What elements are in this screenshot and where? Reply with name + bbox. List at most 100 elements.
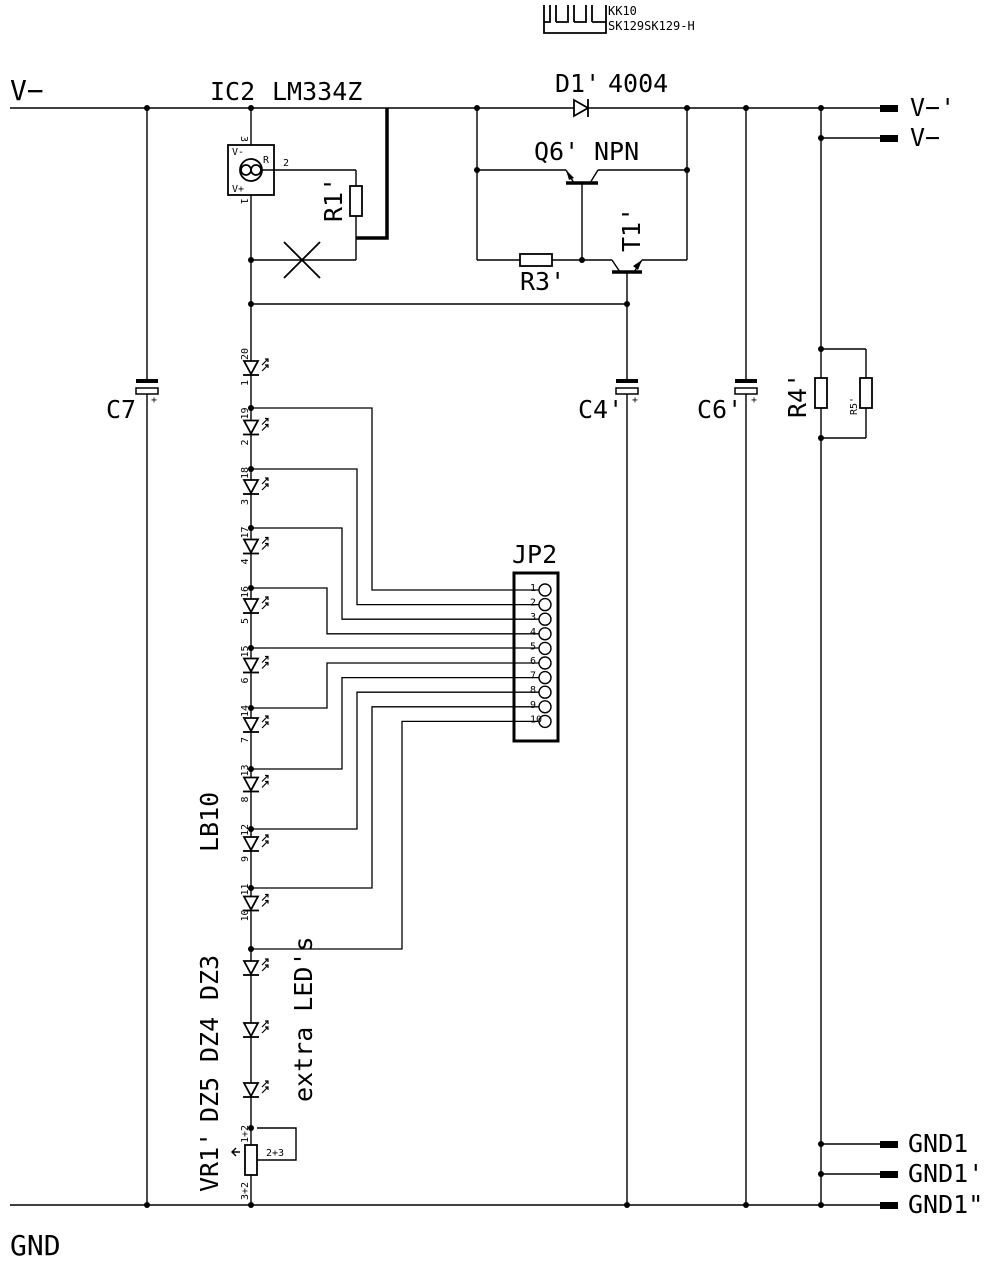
junction-dot: [474, 105, 480, 111]
c4-label: C4': [578, 395, 623, 424]
resistor-r5: [859, 377, 873, 409]
jp2-wiring: [251, 407, 539, 950]
c7-label: C7: [106, 395, 136, 424]
q6-label: Q6': [534, 137, 579, 166]
potentiometer-vr1: [244, 1144, 258, 1176]
d1-label: D1': [555, 69, 600, 98]
resistor-r1: [349, 185, 363, 217]
junction-dot: [248, 405, 254, 411]
ic2-pin-vminus: V-: [232, 147, 244, 158]
output-terminals: [880, 105, 898, 1209]
led-6: [242, 655, 269, 674]
q6-type: NPN: [594, 137, 639, 166]
capacitor-c4: [615, 379, 639, 395]
jp2-pin-number: 3: [530, 612, 536, 623]
jp2-pin-number: 4: [530, 627, 536, 638]
led-pin-anode: 6: [240, 677, 251, 683]
ic2-pin-r: R: [263, 155, 270, 166]
led-7: [242, 715, 269, 733]
led-pin-cathode: 12: [240, 824, 251, 836]
led-pin-cathode: 11: [240, 883, 251, 895]
junction-dot: [684, 105, 690, 111]
jp2-pin-2: [538, 597, 552, 612]
led-pin-cathode: 17: [240, 526, 251, 538]
jp2-pin-number: 5: [530, 641, 536, 652]
junction-dot: [248, 826, 254, 832]
junction-dot: [248, 525, 254, 531]
junction-dot: [818, 105, 824, 111]
led-pin-cathode: 19: [240, 407, 251, 419]
r5-label: R5': [849, 397, 860, 415]
led-pin-anode: 4: [240, 558, 251, 564]
jp2-pin-4: [538, 627, 552, 641]
jp2-pin-9: [538, 700, 552, 714]
junction-dot: [248, 1125, 254, 1131]
jp2-pin-number: 8: [530, 685, 536, 696]
led-5: [242, 596, 269, 614]
jp2-wire-8: [251, 691, 539, 830]
junction-dot: [624, 1202, 630, 1208]
jp2-pin-number: 7: [530, 671, 536, 682]
led-pin-anode: 7: [240, 737, 251, 743]
led-pin-anode: 2: [240, 439, 251, 445]
vr1-wiper-arrow: [231, 1147, 240, 1157]
jp2-pin-1: [538, 583, 552, 597]
led-pin-cathode: 14: [240, 705, 251, 717]
d1-value: 4004: [608, 69, 668, 98]
ic2-pin-2: 2: [283, 158, 289, 169]
capacitor-c7: [135, 379, 159, 395]
ground-rail-label: GND: [10, 1229, 61, 1262]
transistor-q6: [565, 169, 599, 185]
led-2: [242, 417, 269, 436]
jp2-pin-6: [538, 656, 552, 670]
ic2-value: LM334Z: [272, 77, 362, 106]
r4-label: R4': [783, 373, 812, 418]
junction-dot: [818, 346, 824, 352]
output-gnd1-prime: GND1': [908, 1159, 983, 1188]
extra-leds-label: extra LED's: [289, 936, 318, 1102]
vr1-pin-1: 1+2: [240, 1125, 251, 1143]
jp2-wire-6: [251, 662, 539, 709]
jp2-pin-5: [538, 641, 552, 656]
junction-dot: [144, 1202, 150, 1208]
jp2-pin-number: 1: [530, 583, 536, 594]
led-pin-anode: 8: [240, 796, 251, 802]
led-pin-cathode: 16: [240, 586, 251, 598]
jp2-pin-8: [538, 685, 552, 699]
output-gnd1: GND1: [908, 1129, 968, 1158]
extra-led-1: [242, 958, 269, 976]
junction-dot: [579, 257, 585, 263]
r3-label: R3': [520, 267, 565, 296]
r1-label: R1': [319, 177, 348, 222]
jp2-wire-10: [251, 720, 539, 950]
vr1-pin-3: 3+2: [240, 1182, 251, 1200]
output-vminus: V−: [910, 123, 940, 152]
extra-led-2: [242, 1020, 269, 1038]
jp2-wire-1: [251, 407, 539, 591]
junction-dot: [818, 1202, 824, 1208]
jp2-pin-10: [538, 714, 552, 729]
led-8: [242, 774, 269, 793]
t1-label: T1': [617, 207, 646, 252]
led-pin-cathode: 20: [240, 348, 251, 360]
vr1-label: VR1': [195, 1132, 224, 1192]
junction-dot: [248, 466, 254, 472]
led-3: [242, 477, 269, 495]
jp2-pin-7: [538, 670, 552, 685]
junction-dot: [743, 105, 749, 111]
jp2-wire-3: [251, 527, 539, 620]
ic2-pin-3: 3: [238, 136, 249, 142]
junction-dot: [684, 167, 690, 173]
junction-dot: [248, 301, 254, 307]
c6-plus: +: [751, 395, 757, 406]
jp2-pin-number: 9: [530, 700, 536, 711]
junction-dot: [818, 135, 824, 141]
resistor-r3: [519, 253, 553, 267]
jp2-pin-number: 10: [530, 714, 542, 725]
ic2-label: IC2: [210, 77, 255, 106]
junction-dot: [818, 1141, 824, 1147]
jumper-wire: [356, 108, 389, 240]
